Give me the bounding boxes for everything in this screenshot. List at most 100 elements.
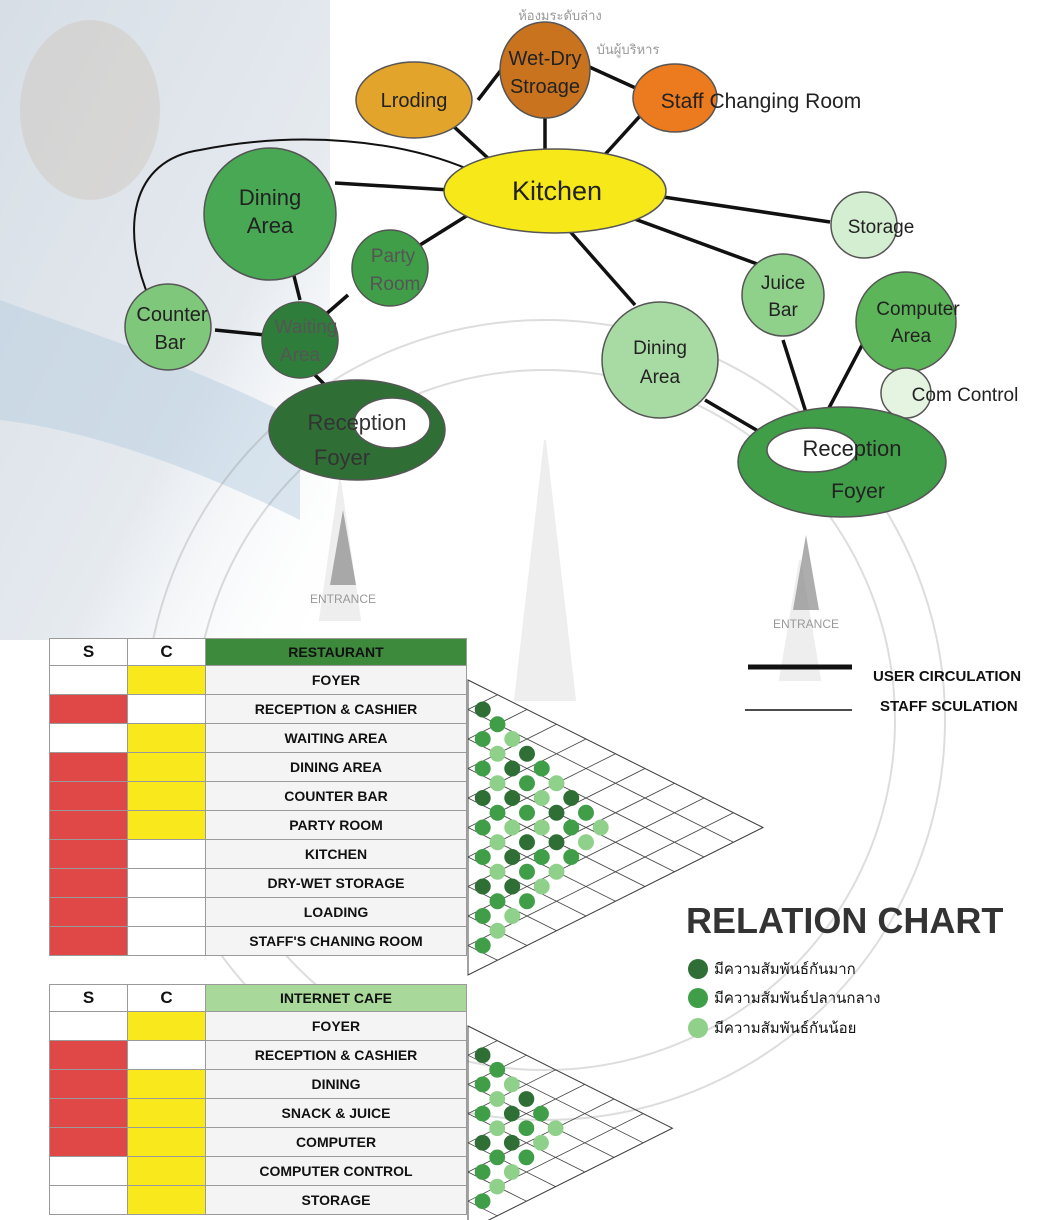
background-photo-arm	[0, 300, 300, 520]
relation-dot	[503, 1134, 520, 1151]
c-cell	[127, 1156, 206, 1186]
wet-dry-storage-bubble	[499, 21, 591, 119]
background-photo-figure	[20, 20, 160, 200]
staff-changing-label: Staff Changing Room	[661, 90, 861, 113]
table-row: FOYER	[49, 1011, 467, 1041]
matrix-gridline	[487, 1127, 673, 1220]
dining-left-label-1: Dining	[239, 185, 301, 210]
legend-dot-strong	[688, 959, 708, 979]
relation-dot	[504, 849, 521, 865]
counter-bar-bubble	[124, 283, 212, 371]
s-cell	[49, 926, 128, 956]
computer-label-1: Computer	[876, 299, 960, 320]
c-cell	[127, 694, 206, 724]
relation-dot	[503, 1164, 520, 1180]
relation-dot	[489, 922, 506, 939]
table-row: COMPUTER CONTROL	[49, 1156, 467, 1186]
matrix-gridline	[467, 797, 705, 917]
relation-legend-medium: มีความสัมพันธ์ปลานกลาง	[688, 986, 880, 1010]
wet-dry-label-1: Wet-Dry	[509, 48, 582, 70]
relation-dot	[489, 1178, 506, 1195]
legend-dot-medium	[688, 988, 708, 1008]
relation-dot	[474, 731, 491, 747]
foyer-right-label: Foyer	[831, 480, 885, 503]
c-cell	[127, 810, 206, 840]
relation-dot	[533, 1134, 549, 1151]
relation-dot	[504, 790, 521, 806]
storage-bubble	[830, 191, 898, 259]
legend-label-medium: มีความสัมพันธ์ปลานกลาง	[714, 990, 881, 1007]
relation-dot	[504, 819, 521, 836]
internet-relation-matrix	[467, 1025, 674, 1220]
table-row: FOYER	[49, 665, 467, 695]
party-room-bubble	[351, 229, 429, 307]
entrance-left-label: ENTRANCE	[310, 592, 376, 606]
space-name-cell: FOYER	[205, 665, 467, 695]
relation-dot	[474, 908, 491, 924]
relation-dot	[489, 804, 506, 821]
juice-label-2: Bar	[768, 300, 798, 321]
c-cell	[127, 752, 206, 782]
s-cell	[49, 781, 128, 811]
relation-dot	[548, 834, 565, 851]
relation-dot	[504, 760, 521, 777]
relation-dot	[504, 908, 521, 924]
c-cell	[127, 1011, 206, 1041]
table-row: DINING AREA	[49, 752, 467, 782]
relation-dot	[474, 819, 491, 836]
space-name-cell: PARTY ROOM	[205, 810, 467, 840]
relation-dot	[533, 819, 550, 836]
space-name-cell: LOADING	[205, 897, 467, 927]
entrance-right-label: ENTRANCE	[773, 617, 839, 631]
relation-dot	[503, 1105, 520, 1122]
relation-dot	[474, 1164, 491, 1180]
dining-right-label-2: Area	[640, 367, 681, 388]
relation-dot	[474, 760, 491, 777]
reception-right-inner	[766, 427, 858, 473]
space-name-cell: STORAGE	[205, 1185, 467, 1215]
c-cell	[127, 1185, 206, 1215]
space-name-cell: KITCHEN	[205, 839, 467, 869]
dining-right-label-1: Dining	[633, 338, 687, 359]
computer-area-bubble	[855, 271, 957, 373]
s-cell	[49, 694, 128, 724]
entrance-right-arrow	[793, 535, 819, 610]
relation-dot	[518, 1149, 535, 1166]
c-cell	[127, 868, 206, 898]
relation-chart-title: RELATION CHART	[686, 900, 1004, 941]
relation-dot	[503, 1076, 520, 1093]
matrix-gridline	[467, 1025, 673, 1129]
table-row: DINING	[49, 1069, 467, 1099]
relation-dot	[519, 775, 535, 792]
c-cell	[127, 839, 206, 869]
staff-circulation-label: STAFF SCULATION	[880, 698, 1018, 715]
s-cell	[49, 1127, 128, 1157]
table-row: LOADING	[49, 897, 467, 927]
relation-legend-strong: มีความสัมพันธ์กันมาก	[688, 957, 856, 981]
s-cell	[49, 1098, 128, 1128]
s-cell	[49, 723, 128, 753]
s-cell	[49, 1011, 128, 1041]
relation-dot	[489, 1149, 506, 1166]
table-row: STORAGE	[49, 1185, 467, 1215]
relation-dot	[548, 863, 565, 880]
lroding-bubble	[355, 61, 473, 139]
s-header: S	[49, 984, 128, 1012]
relation-dot	[474, 1047, 491, 1064]
relation-dot	[489, 863, 506, 880]
c-cell	[127, 665, 206, 695]
relation-legend-weak: มีความสัมพันธ์กันน้อย	[688, 1016, 856, 1040]
table-row: WAITING AREA	[49, 723, 467, 753]
s-cell	[49, 752, 128, 782]
reception-left-label: Reception	[307, 410, 406, 435]
table-row: STAFF'S CHANING ROOM	[49, 926, 467, 956]
c-cell	[127, 723, 206, 753]
space-name-cell: DRY-WET STORAGE	[205, 868, 467, 898]
relation-dot	[474, 1076, 491, 1093]
relation-dot	[563, 790, 580, 806]
thai-top-1: ห้องมระดับล่าง	[518, 8, 602, 23]
foyer-left-label: Foyer	[314, 445, 370, 470]
wet-dry-label-2: Stroage	[510, 76, 580, 98]
relation-dot	[578, 804, 594, 821]
